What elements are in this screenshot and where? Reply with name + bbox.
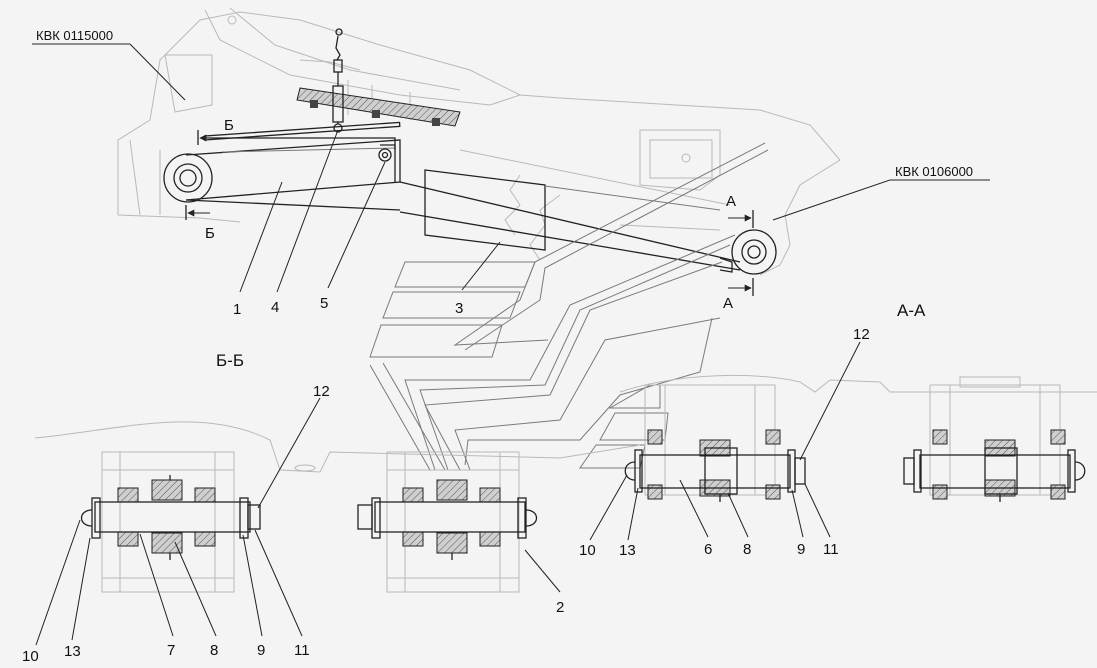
callout-aa-6: 6	[704, 541, 712, 558]
spring-hook	[332, 28, 344, 133]
section-aa-ground	[619, 374, 1097, 496]
reference-left-label: КВК 0115000	[36, 28, 113, 43]
cylinder-body-1	[163, 121, 777, 275]
callout-aa-9: 9	[797, 541, 805, 558]
callout-aa-11: 11	[823, 541, 839, 558]
reference-right: КВК 0106000	[772, 164, 990, 221]
callouts-section-aa: 12 10 13 6 8 9 11	[579, 326, 870, 559]
reference-right-label: КВК 0106000	[895, 164, 973, 179]
cut-label-a-bottom: А	[723, 295, 733, 312]
callouts-main: 1 4 5 3	[233, 295, 463, 318]
section-bb-ground	[34, 421, 641, 593]
cut-label-a-top: А	[726, 193, 736, 210]
callout-bb-7: 7	[167, 642, 175, 659]
section-bb-left-assembly	[80, 475, 261, 560]
callout-3: 3	[455, 300, 463, 317]
callout-1: 1	[233, 301, 241, 318]
section-aa-right-assembly	[903, 429, 1086, 502]
callout-bb-8: 8	[210, 642, 218, 659]
section-title-aa: А-А	[897, 301, 926, 320]
callouts-section-bb: 12 2 10 13 7 8 9 11	[22, 383, 564, 665]
callout-5: 5	[320, 295, 328, 312]
upper-hatched-plate	[296, 87, 461, 127]
cut-marker-b: Б Б	[185, 117, 234, 242]
callout-bb-13: 13	[64, 643, 81, 660]
frame-outline	[117, 7, 841, 276]
reference-left: КВК 0115000	[32, 28, 186, 101]
bracket-arrow-shape	[369, 142, 769, 471]
section-bb-right-assembly	[357, 479, 538, 560]
section-title-bb: Б-Б	[216, 351, 244, 370]
cut-label-b-bottom: Б	[205, 225, 215, 242]
callout-aa-12: 12	[853, 326, 870, 343]
callout-bb-10: 10	[22, 648, 39, 665]
cut-label-b-top: Б	[224, 117, 234, 134]
callout-bb-2: 2	[556, 599, 564, 616]
callout-bb-9: 9	[257, 642, 265, 659]
cut-marker-a: А А	[723, 193, 754, 312]
callout-leaders	[35, 129, 861, 646]
section-aa-left-assembly	[624, 429, 806, 502]
callout-bb-12: 12	[313, 383, 330, 400]
callout-aa-8: 8	[743, 541, 751, 558]
callout-bb-11: 11	[294, 642, 310, 659]
callout-aa-10: 10	[579, 542, 596, 559]
callout-aa-13: 13	[619, 542, 636, 559]
callout-4: 4	[271, 299, 279, 316]
